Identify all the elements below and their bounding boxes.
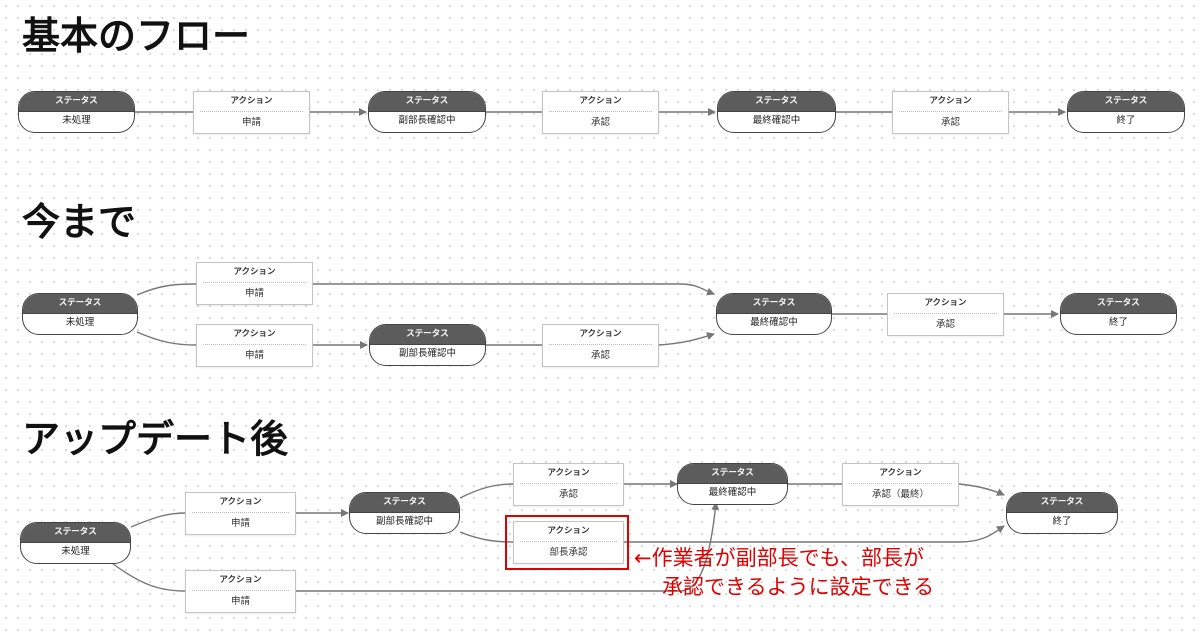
edge-before-6 (658, 332, 715, 346)
status-header: ステータス (21, 523, 130, 543)
action-value: 申請 (244, 350, 264, 361)
annotation-note: ←作業者が副部長でも、部長が 承認できるように設定できる (634, 544, 934, 602)
status-header: ステータス (1007, 493, 1117, 513)
status-value: 副部長確認中 (398, 348, 456, 359)
edge-after-1 (130, 512, 186, 528)
edge-after-10 (958, 483, 1005, 496)
action-value: 部長承認 (549, 547, 588, 558)
heading-basic-flow: 基本のフロー (22, 14, 251, 58)
annotation-line-1: ←作業者が副部長でも、部長が (634, 546, 924, 570)
status-value: 未処理 (65, 317, 95, 328)
edge-before-3 (136, 331, 197, 346)
action-header: アクション (192, 571, 289, 591)
status-value: 最終確認中 (708, 487, 757, 498)
status-value: 副部長確認中 (375, 516, 433, 527)
status-node-unprocessed[interactable]: ステータス 未処理 (18, 91, 135, 133)
action-header: アクション (549, 92, 652, 112)
action-value: 承認 (935, 319, 955, 330)
status-value: 未処理 (62, 115, 91, 126)
action-header: アクション (520, 522, 617, 542)
action-value: 承認 (590, 350, 610, 361)
annotation-line-2: 承認できるように設定できる (662, 575, 935, 599)
status-value: 最終確認中 (752, 115, 801, 126)
status-value: 副部長確認中 (398, 115, 456, 126)
action-value: 承認 (590, 117, 610, 128)
status-header: ステータス (370, 325, 485, 345)
status-node-done[interactable]: ステータス 終了 (1067, 91, 1185, 133)
status-header: ステータス (19, 92, 134, 112)
status-header: ステータス (1061, 294, 1176, 314)
highlight-box (505, 515, 629, 570)
action-header: アクション (203, 263, 306, 283)
action-node-manager-approve[interactable]: アクション 部長承認 (513, 521, 624, 564)
status-header: ステータス (717, 294, 831, 314)
action-node-approve-mid[interactable]: アクション 承認 (542, 324, 659, 367)
action-node-apply-bottom[interactable]: アクション 申請 (185, 570, 296, 613)
edge-after-3 (459, 483, 514, 499)
action-header: アクション (203, 325, 306, 345)
status-header: ステータス (718, 92, 835, 112)
status-value: 終了 (1116, 115, 1136, 126)
edge-before-2 (313, 283, 715, 296)
status-node-unprocessed[interactable]: ステータス 未処理 (20, 522, 131, 564)
status-header: ステータス (350, 493, 459, 513)
action-value: 承認 (940, 117, 960, 128)
action-header: アクション (200, 92, 303, 112)
status-value: 未処理 (61, 546, 90, 557)
status-node-done[interactable]: ステータス 終了 (1060, 293, 1177, 335)
action-node-apply-bottom[interactable]: アクション 申請 (196, 324, 313, 367)
edge-after-6 (624, 525, 1005, 543)
status-header: ステータス (678, 464, 787, 484)
action-value: 申請 (230, 518, 250, 529)
heading-before: 今まで (22, 200, 137, 244)
action-header: アクション (549, 325, 652, 345)
status-value: 終了 (1108, 317, 1128, 328)
action-value: 承認 (558, 489, 578, 500)
status-node-deputy-checking[interactable]: ステータス 副部長確認中 (349, 492, 460, 534)
status-value: 最終確認中 (750, 317, 798, 328)
heading-after: アップデート後 (22, 417, 289, 461)
action-node-approve-final[interactable]: アクション 承認（最終） (842, 463, 959, 506)
action-node-approve[interactable]: アクション 承認 (513, 463, 624, 506)
status-header: ステータス (1068, 92, 1184, 112)
action-header: アクション (894, 294, 997, 314)
action-value: 承認（最終） (871, 489, 929, 500)
edge-after-5 (459, 531, 514, 543)
action-node-apply[interactable]: アクション 申請 (193, 91, 310, 134)
action-node-apply-top[interactable]: アクション 申請 (196, 262, 313, 305)
status-node-done[interactable]: ステータス 終了 (1006, 492, 1118, 534)
action-header: アクション (192, 493, 289, 513)
edge-before-1 (136, 283, 197, 296)
action-header: アクション (849, 464, 952, 484)
status-node-final-checking[interactable]: ステータス 最終確認中 (717, 91, 836, 133)
action-value: 申請 (230, 596, 250, 607)
status-header: ステータス (369, 92, 485, 112)
status-header: ステータス (23, 294, 137, 314)
status-node-final-checking[interactable]: ステータス 最終確認中 (677, 463, 788, 505)
status-node-unprocessed[interactable]: ステータス 未処理 (22, 293, 138, 335)
action-header: アクション (899, 92, 1002, 112)
action-node-approve[interactable]: アクション 承認 (542, 91, 659, 134)
edge-after-7 (107, 559, 186, 592)
action-node-approve-2[interactable]: アクション 承認 (892, 91, 1009, 134)
action-value: 申請 (241, 117, 261, 128)
status-node-deputy-checking[interactable]: ステータス 副部長確認中 (368, 91, 486, 133)
action-node-approve-end[interactable]: アクション 承認 (887, 293, 1004, 336)
action-node-apply-top[interactable]: アクション 申請 (185, 492, 296, 535)
edge-after-8 (296, 502, 720, 592)
status-node-final-checking[interactable]: ステータス 最終確認中 (716, 293, 832, 335)
status-value: 終了 (1052, 516, 1072, 527)
action-header: アクション (520, 464, 617, 484)
status-node-deputy-checking[interactable]: ステータス 副部長確認中 (369, 324, 486, 366)
action-value: 申請 (244, 288, 264, 299)
